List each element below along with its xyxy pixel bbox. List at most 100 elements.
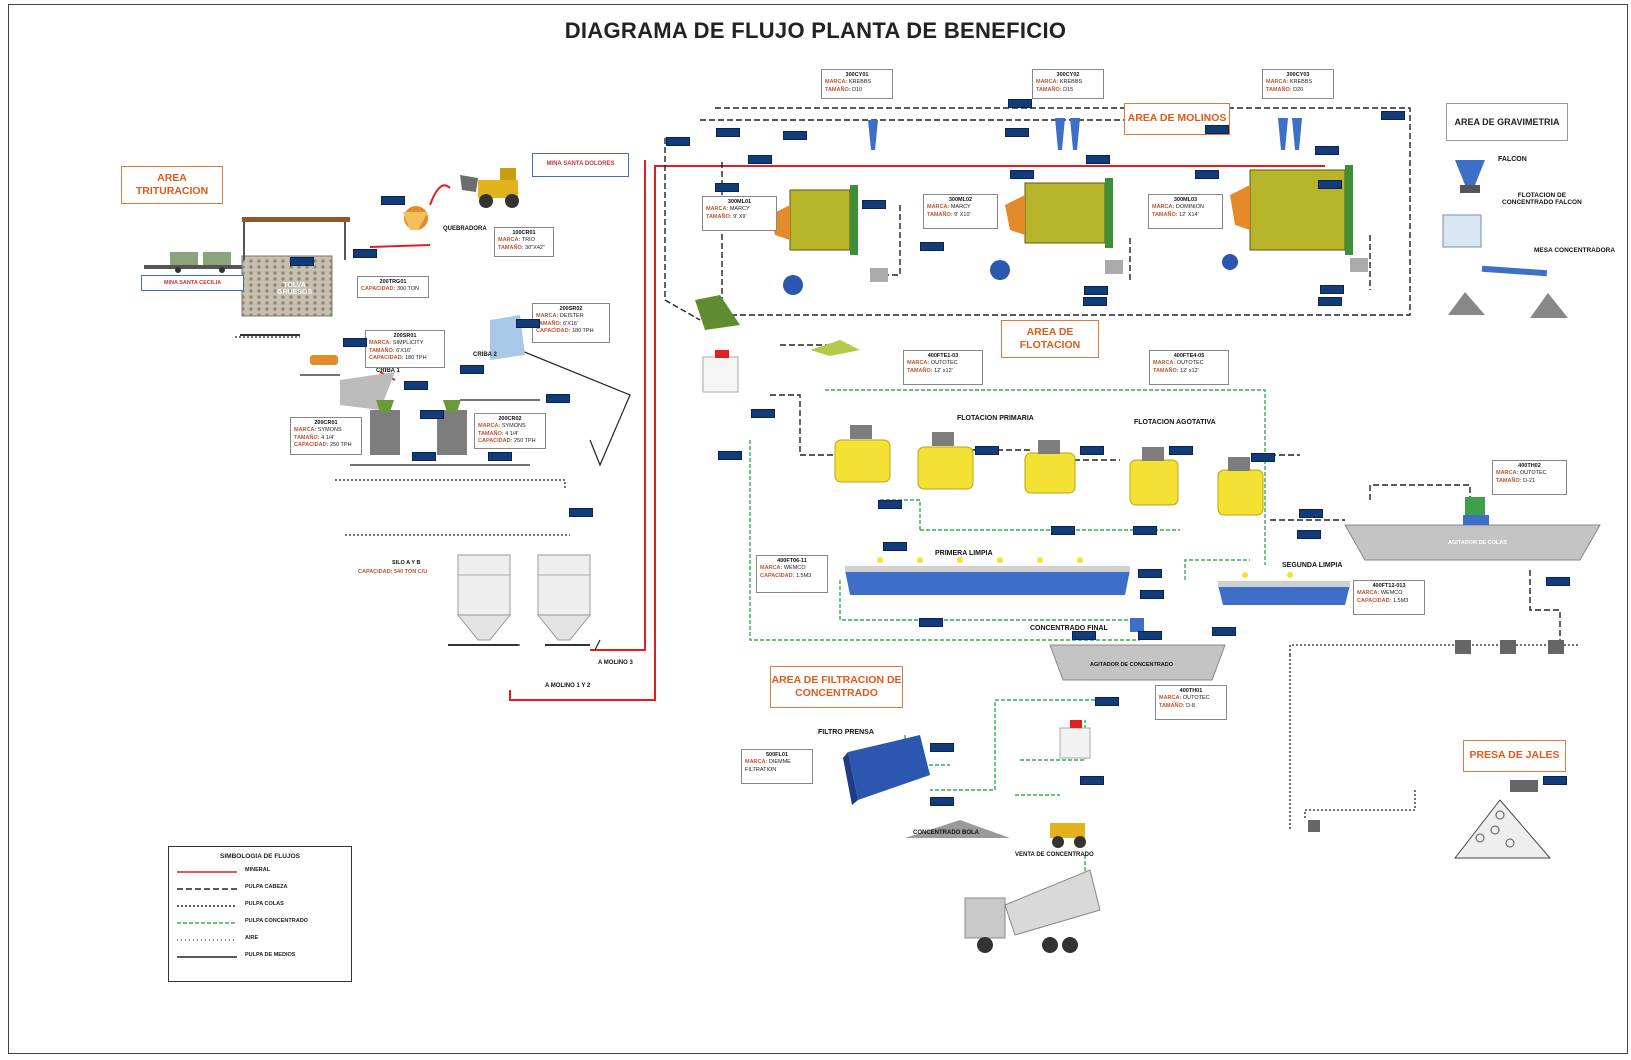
flow-id-tag xyxy=(1546,577,1570,586)
label-a-molino12: A MOLINO 1 Y 2 xyxy=(545,683,591,689)
flow-id-tag xyxy=(920,242,944,251)
flow-id-tag xyxy=(1005,128,1029,137)
spec-row: TAMAÑO: D10 xyxy=(825,86,863,93)
spec-row: CAPACIDAD: 1.5M3 xyxy=(760,572,812,579)
label-agitador-colas: AGITADOR DE COLAS xyxy=(1448,540,1507,546)
flow-id-tag xyxy=(919,618,943,627)
flow-id-tag xyxy=(1543,776,1567,785)
flow-id-tag xyxy=(930,797,954,806)
mill-3 xyxy=(1230,165,1353,255)
spec-row: MARCA: DOMINION xyxy=(1152,204,1204,211)
label-flot-primaria: FLOTACION PRIMARIA xyxy=(957,415,1034,422)
flow-id-tag xyxy=(569,508,593,517)
spec-value: 4 1/4' xyxy=(505,430,519,437)
label-criba2: CRIBA 2 xyxy=(473,352,497,358)
spec-row: MARCA: SIMPLICITY xyxy=(369,340,424,347)
label-filtro-prensa: FILTRO PRENSA xyxy=(818,729,874,736)
legend-label: PULPA COLAS xyxy=(245,901,284,907)
flow-id-tag xyxy=(290,257,314,266)
spec-value: 30"X42" xyxy=(525,244,545,251)
spec-id: 100CR01 xyxy=(512,230,536,236)
agitador-colas-tank xyxy=(1344,524,1601,561)
primera-limpia-bank xyxy=(845,566,1130,595)
legend-item: PULPA COLAS xyxy=(177,901,347,911)
legend-line-swatch xyxy=(177,939,237,941)
spec-id: 200SR01 xyxy=(393,333,417,339)
spec-value: 9' X9' xyxy=(733,213,747,220)
spec-row: MARCA: MARCY xyxy=(706,206,750,213)
spec-value: D-21 xyxy=(1523,477,1536,484)
flow-id-tag xyxy=(716,128,740,137)
spec-value: OUTOTEC xyxy=(1519,470,1547,477)
spec-id: 300ML03 xyxy=(1173,197,1198,203)
spec-row: MARCA: SYMONS xyxy=(478,423,526,430)
legend-item: PULPA CONCENTRADO xyxy=(177,918,347,928)
spec-row: MARCA: KREBBS xyxy=(1036,79,1083,86)
spec-row: MARCA: OUTOTEC xyxy=(1159,695,1210,702)
flow-id-tag xyxy=(883,542,907,551)
spec-id: 400FT12-013 xyxy=(1372,583,1406,589)
spec-id: 300CY02 xyxy=(1056,72,1080,78)
spec-row: CAPACIDAD: 250 TPH xyxy=(478,438,536,445)
spec-row: MARCA: DEISTER xyxy=(536,313,584,320)
spec-value: 250 TPH xyxy=(329,442,352,449)
label-mesa: MESA CONCENTRADORA xyxy=(1534,247,1616,254)
pump-icon xyxy=(783,254,1238,295)
spec-row: TAMAÑO: 9' X9' xyxy=(706,213,747,220)
spec-row: TAMAÑO: 12' X14' xyxy=(1152,211,1199,218)
flow-id-tag xyxy=(1010,170,1034,179)
spec-id: 200SR02 xyxy=(559,306,583,312)
flotation-cell-primary xyxy=(834,439,1076,494)
flow-id-tag xyxy=(1083,297,1107,306)
flow-id-tag xyxy=(1138,569,1162,578)
spec-value: OUTOTEC xyxy=(930,360,958,367)
spec-value: 1.5M3 xyxy=(795,572,812,579)
flow-id-tag xyxy=(343,338,367,347)
mineral-flow-lines xyxy=(369,160,1325,701)
flow-id-tag xyxy=(878,500,902,509)
area-molinos: AREA DE MOLINOS xyxy=(1124,103,1230,135)
spec-value: WEMCO xyxy=(1380,590,1403,597)
spec-row: CAPACIDAD: 250 TPH xyxy=(294,442,352,449)
flow-id-tag xyxy=(751,409,775,418)
spec-value: 9' X10' xyxy=(954,211,971,218)
spec-row: TAMAÑO: D15 xyxy=(1036,86,1074,93)
legend-label: AIRE xyxy=(245,935,259,941)
flow-id-tag xyxy=(1320,285,1344,294)
pump-series xyxy=(1455,640,1564,654)
grinding-area xyxy=(770,118,1368,295)
pulpa-medios-lines xyxy=(300,339,631,651)
stockpile xyxy=(1448,292,1485,315)
spec-id: 300CY01 xyxy=(845,72,869,78)
spec-value: 12' x12' xyxy=(934,367,953,374)
spec-value: D10 xyxy=(852,86,863,93)
flow-id-tag xyxy=(1072,631,1096,640)
spec-value: MARCY xyxy=(950,204,971,211)
spec-id: 300ML01 xyxy=(727,199,752,205)
spec-row: CAPACIDAD: 180 TPH xyxy=(536,328,594,335)
legend-line-swatch xyxy=(177,905,237,907)
loader-icon xyxy=(1050,823,1086,848)
spec-value: SYMONS xyxy=(501,423,526,430)
silo-a xyxy=(456,554,512,641)
spec-row: CAPACIDAD: 180 TPH xyxy=(369,355,427,362)
spec-value: KREBBS xyxy=(848,79,872,86)
flow-id-tag xyxy=(1008,99,1032,108)
silo-b xyxy=(536,554,592,641)
spec-row: CAPACIDAD: 1.5M3 xyxy=(1357,597,1409,604)
flow-id-tag xyxy=(930,743,954,752)
legend-item: AIRE xyxy=(177,935,347,945)
spec-value: OUTOTEC xyxy=(1182,695,1210,702)
spec-id: 400FTE1-03 xyxy=(927,353,959,359)
spec-value: 12' x12' xyxy=(1180,367,1199,374)
flow-id-tag xyxy=(975,446,999,455)
flow-id-tag xyxy=(546,394,570,403)
spec-row: MARCA: DIEMME xyxy=(745,759,791,766)
spec-row: MARCA: OUTOTEC xyxy=(1496,470,1547,477)
